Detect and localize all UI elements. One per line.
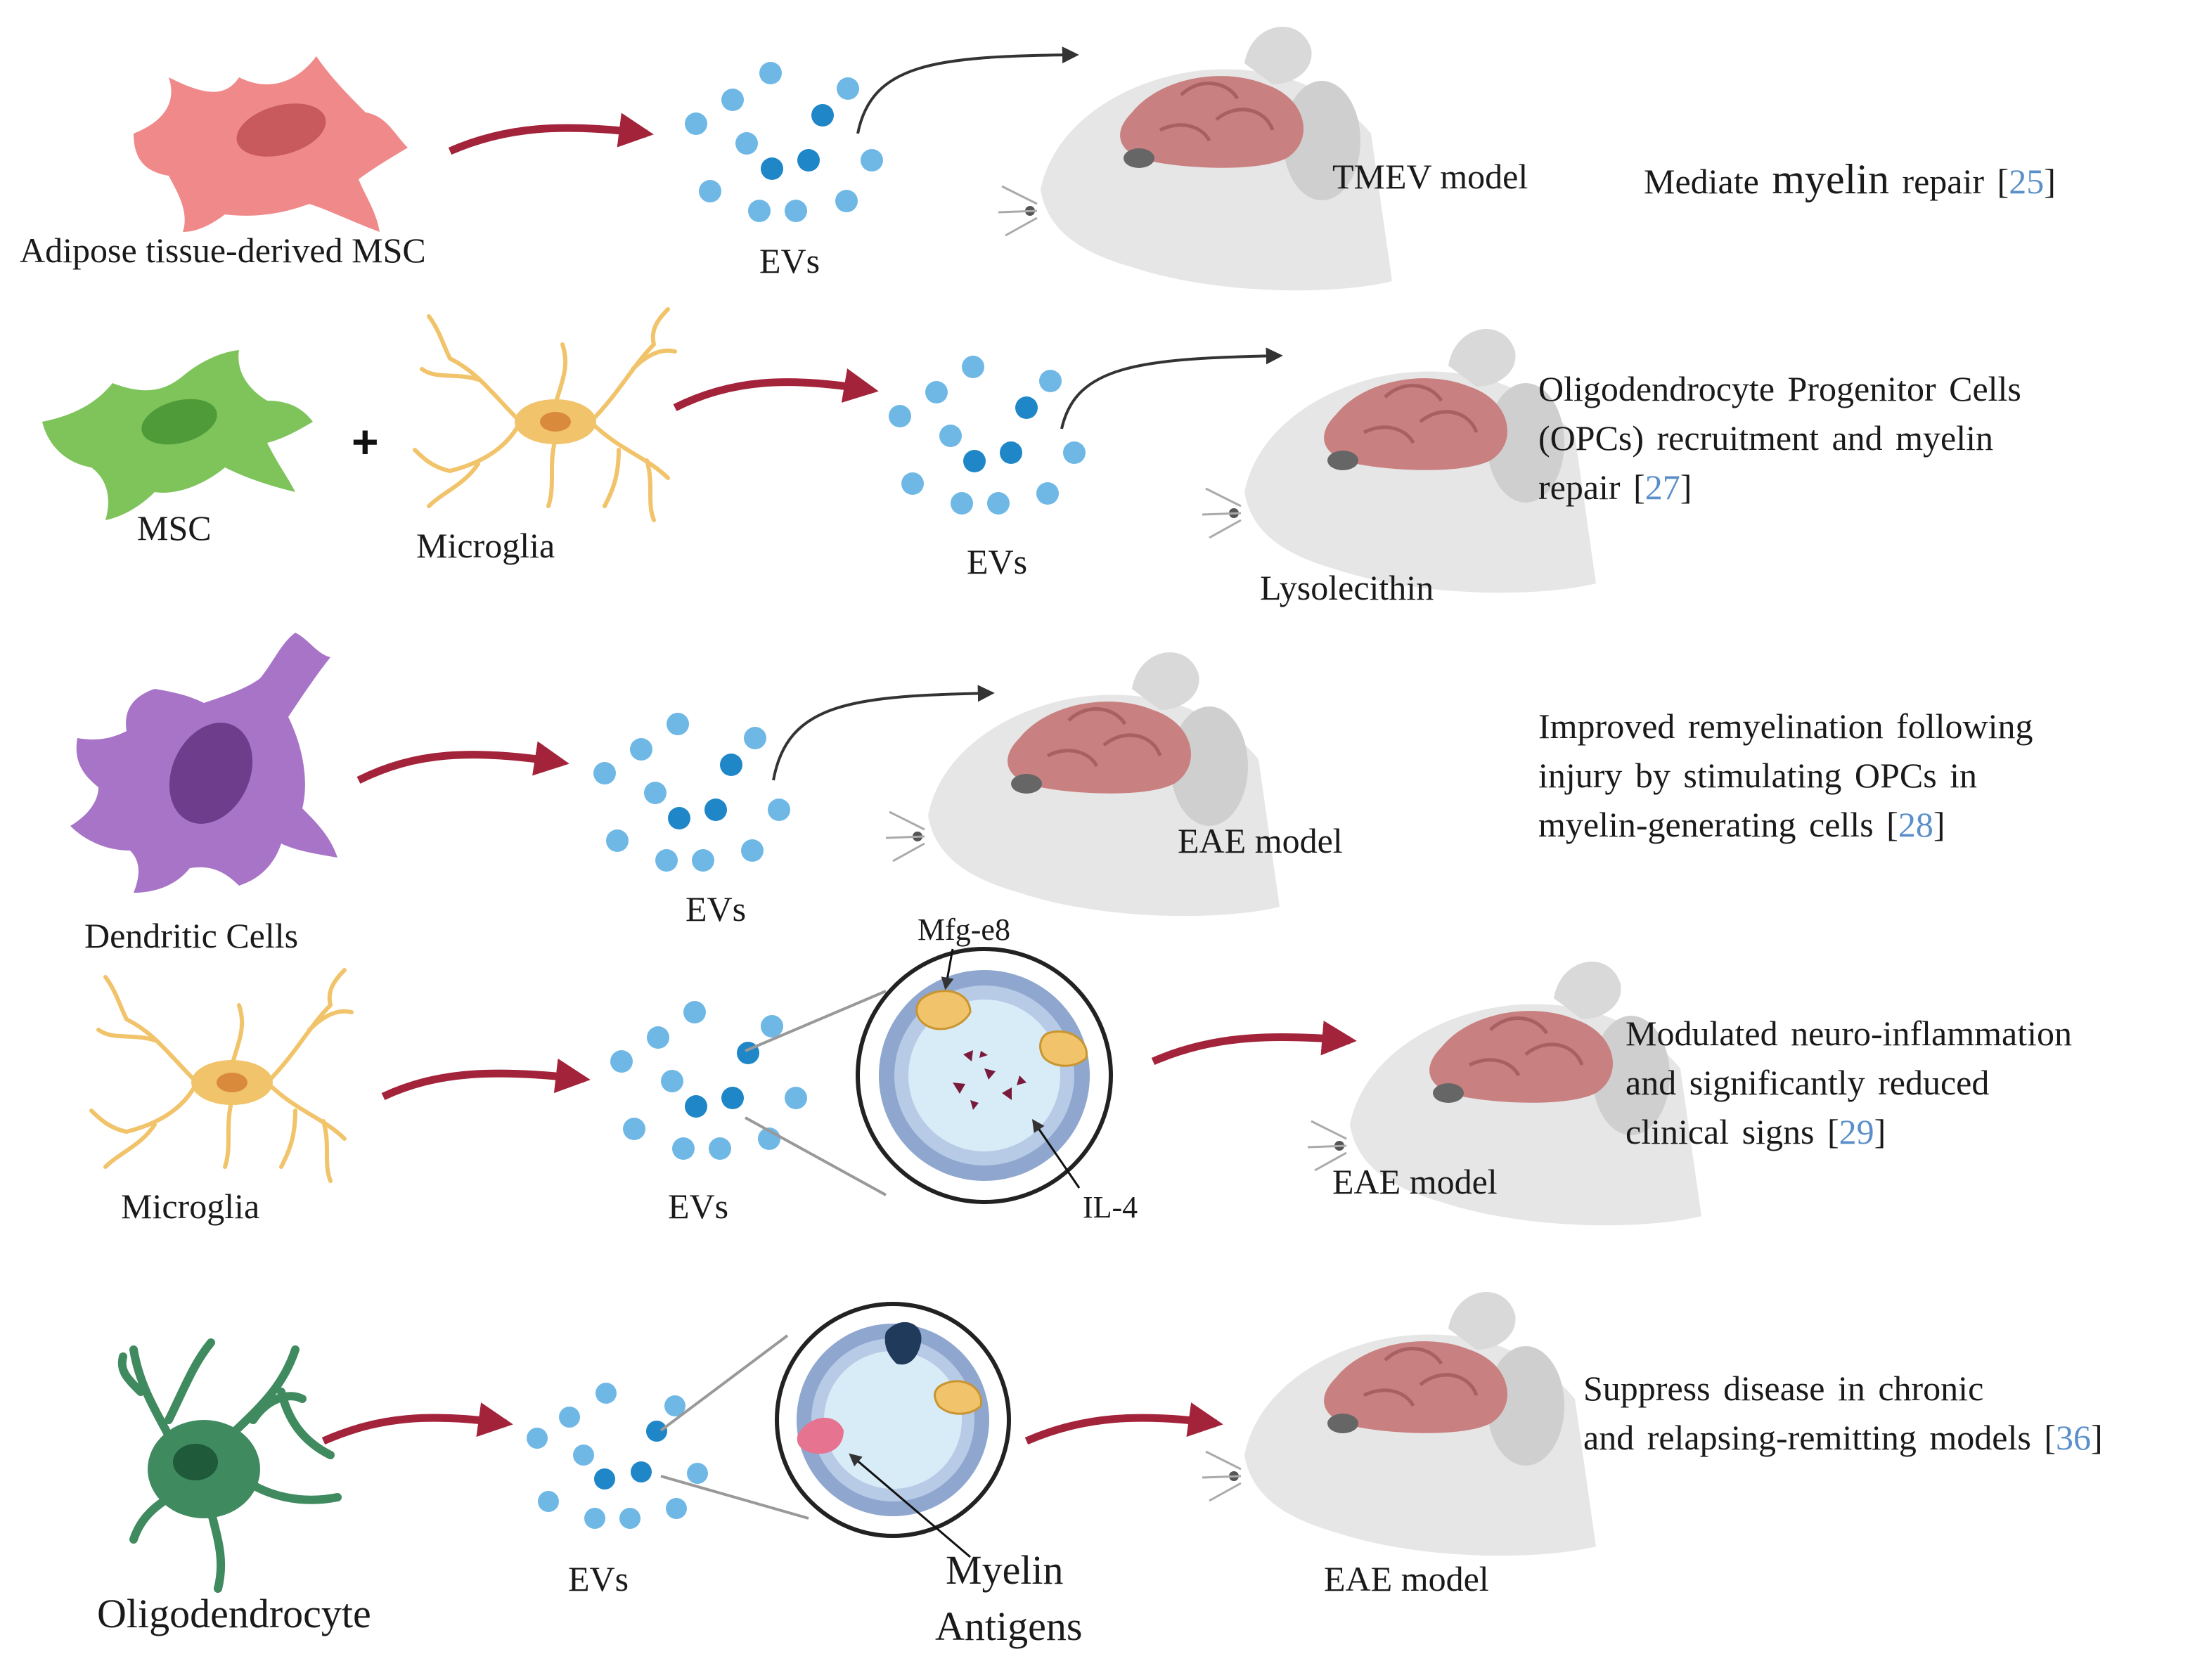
reference-36: 36 [2056, 1418, 2092, 1457]
adipose-msc-cell-icon [134, 56, 408, 232]
plus-sign: + [352, 415, 379, 467]
microglia-cell-icon-1 [413, 307, 677, 522]
description-text: ] [1680, 467, 1692, 507]
description-line: and significantly reduced [1626, 1063, 1990, 1102]
mouse-brain-icon-3 [886, 652, 1280, 916]
source-label-adipose-msc: Adipose tissue-derived MSC [20, 231, 426, 270]
outcome-description-5: Suppress disease in chronic and relapsin… [1583, 1364, 2103, 1462]
arrow-oligodendrocyte-to-evs [321, 1402, 513, 1445]
description-line: Improved remyelination following [1538, 706, 2033, 746]
outcome-description-1: Mediate myelin repair [25] [1644, 155, 2056, 206]
ev-zoom-inset-2 [775, 1302, 1011, 1538]
outcome-description-3: Improved remyelination following injury … [1538, 702, 2033, 849]
ev-cluster-1 [685, 62, 883, 222]
description-line: myelin-generating cells [28] [1538, 800, 2033, 849]
description-text: repair [ [1902, 162, 2009, 201]
reference-28: 28 [1898, 805, 1933, 844]
outcome-description-2: Oligodendrocyte Progenitor Cells (OPCs) … [1538, 364, 2021, 512]
description-emphasis: myelin [1772, 156, 1889, 202]
ev-label-3: EVs [685, 889, 747, 929]
reference-29: 29 [1839, 1112, 1874, 1151]
model-label-eae-2: EAE model [1332, 1162, 1498, 1201]
pointer-myelin-antigens [849, 1453, 971, 1558]
inset-label-myelin: Myelin [946, 1547, 1064, 1593]
arrow-evs-to-mouse-4 [1151, 1021, 1357, 1066]
description-text: myelin-generating cells [ [1538, 805, 1898, 844]
model-label-eae-3: EAE model [1324, 1559, 1489, 1598]
pointer-il-4 [1031, 1119, 1081, 1189]
dendritic-cell-icon [70, 633, 337, 893]
ev-cluster-5 [527, 1383, 708, 1529]
description-text: ] [1874, 1112, 1886, 1151]
ev-label-5: EVs [568, 1559, 629, 1598]
source-label-microglia-1: Microglia [416, 526, 555, 565]
description-line: Suppress disease in chronic [1583, 1369, 1984, 1408]
description-text: ] [1933, 805, 1945, 844]
reference-25: 25 [2009, 162, 2045, 201]
model-label-lysolecithin: Lysolecithin [1260, 568, 1434, 607]
arrow-microglia-to-evs-2 [381, 1058, 591, 1100]
model-label-eae-1: EAE model [1178, 821, 1343, 860]
source-label-microglia-2: Microglia [121, 1187, 260, 1226]
ev-zoom-inset-1 [856, 947, 1113, 1204]
model-label-tmev: TMEV model [1332, 157, 1528, 196]
mouse-brain-icon-2 [1202, 329, 1596, 593]
description-line: and relapsing-remitting models [36] [1583, 1413, 2103, 1462]
description-line: Oligodendrocyte Progenitor Cells [1538, 369, 2021, 408]
arrow-adipose-to-evs [448, 112, 654, 155]
reference-27: 27 [1644, 467, 1680, 507]
inset-label-antigens: Antigens [935, 1603, 1083, 1649]
description-line: (OPCs) recruitment and myelin [1538, 418, 1994, 458]
microglia-cell-icon-2 [89, 968, 354, 1183]
description-text: ] [2091, 1418, 2103, 1457]
arrow-evs-to-mouse-2 [1060, 347, 1283, 429]
ev-label-4: EVs [668, 1187, 729, 1226]
description-line: clinical signs [29] [1626, 1107, 2072, 1156]
ev-cluster-4 [610, 1001, 807, 1160]
msc-cell-icon [42, 350, 313, 520]
description-text: and relapsing-remitting models [ [1583, 1418, 2056, 1457]
description-line: injury by stimulating OPCs in [1538, 756, 1978, 795]
mouse-brain-icon-5 [1202, 1292, 1596, 1556]
source-label-dendritic-cells: Dendritic Cells [84, 916, 299, 955]
outcome-description-4: Modulated neuro-inflammation and signifi… [1626, 1009, 2072, 1156]
ev-cluster-2 [889, 356, 1086, 515]
arrow-evs-to-mouse-3 [772, 685, 995, 781]
inset-label-il-4: IL-4 [1083, 1190, 1138, 1225]
source-label-oligodendrocyte: Oligodendrocyte [97, 1591, 371, 1636]
description-text: ] [2044, 162, 2056, 201]
description-line: repair [27] [1538, 463, 2021, 512]
arrow-evs-to-mouse-1 [856, 46, 1079, 134]
source-label-msc: MSC [137, 508, 212, 548]
ev-cluster-3 [593, 713, 790, 872]
oligodendrocyte-cell-icon [117, 1338, 342, 1593]
description-text: repair [ [1538, 467, 1645, 507]
pointer-mfg-e8 [941, 948, 954, 990]
description-text: clinical signs [ [1626, 1112, 1839, 1151]
ev-label-1: EVs [759, 241, 820, 280]
arrow-evs-to-mouse-5 [1024, 1402, 1223, 1445]
ev-label-2: EVs [967, 542, 1028, 581]
inset-label-mfg-e8: Mfg-e8 [918, 912, 1010, 947]
arrow-dendritic-to-evs [356, 741, 569, 784]
description-text: Mediate [1644, 162, 1759, 201]
description-line: Modulated neuro-inflammation [1626, 1014, 2073, 1053]
arrow-microglia-to-evs [673, 368, 879, 411]
